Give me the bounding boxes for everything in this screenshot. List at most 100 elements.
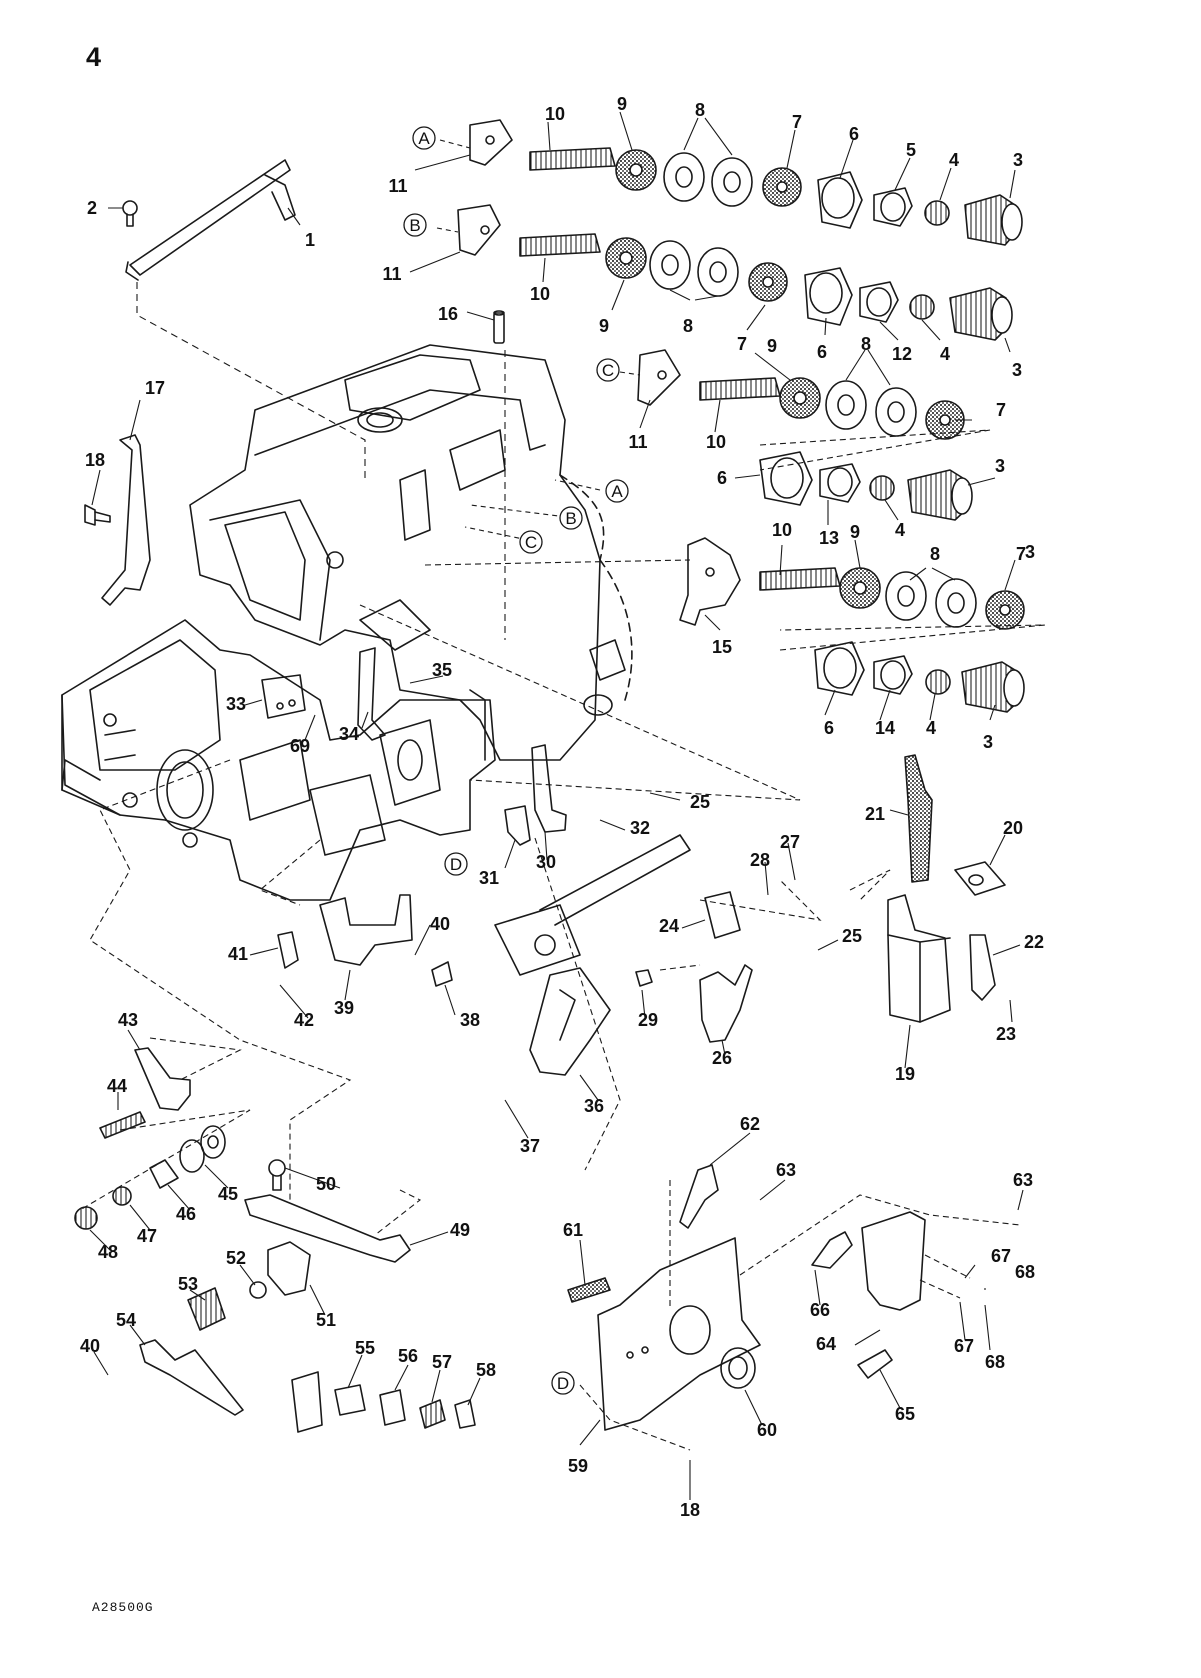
part-label-44: 44: [107, 1076, 127, 1096]
part-34-hook: [357, 647, 386, 741]
part-label-37: 37: [520, 1136, 540, 1156]
part-label-46: 46: [176, 1204, 196, 1224]
part-label-13: 13: [819, 528, 839, 548]
part-64-plate: [861, 1211, 926, 1311]
ref-point-a-2: [605, 479, 629, 503]
part-66-link: [811, 1231, 853, 1269]
part-59-plate: [597, 1237, 761, 1431]
part-label-6c: 6: [717, 468, 727, 488]
part-label-32: 32: [630, 818, 650, 838]
part-label-4c: 4: [895, 520, 905, 540]
part-label-53: 53: [178, 1274, 198, 1294]
part-29-nut: [635, 969, 653, 987]
sheet-number: 4: [86, 42, 102, 72]
part-label-63b: 63: [1013, 1170, 1033, 1190]
part-label-8c: 8: [861, 334, 871, 354]
part-label-48: 48: [98, 1242, 118, 1262]
part-43-lever: [134, 1047, 191, 1111]
part-label-10b: 10: [530, 284, 550, 304]
part-label-3d: 3: [1025, 542, 1035, 562]
part-label-19: 19: [895, 1064, 915, 1084]
ref-point-d-1: [444, 852, 468, 876]
part-20-block: [954, 861, 1006, 896]
part-16-pin: [493, 310, 505, 344]
part-label-67b: 67: [954, 1336, 974, 1356]
part-31-clip: [504, 805, 531, 846]
part-label-2: 2: [87, 198, 97, 218]
part-label-8: 8: [695, 100, 705, 120]
ref-letter-b-2: B: [565, 509, 576, 528]
part-label-11c: 11: [628, 432, 647, 452]
part-label-24: 24: [659, 916, 679, 936]
part-39-bracket: [319, 894, 413, 966]
assembly-a: [469, 119, 1023, 246]
ref-point-a-1: [412, 126, 436, 150]
part-label-9b: 9: [599, 316, 609, 336]
part-label-29: 29: [638, 1010, 658, 1030]
part-label-10: 10: [545, 104, 565, 124]
part-label-22: 22: [1024, 932, 1044, 952]
part-label-8d: 8: [930, 544, 940, 564]
part-51-bracket: [267, 1241, 311, 1296]
part-label-58: 58: [476, 1360, 496, 1380]
part-label-12: 12: [892, 344, 912, 364]
part-label-52: 52: [226, 1248, 246, 1268]
part-label-45: 45: [218, 1184, 238, 1204]
part-label-41: 41: [228, 944, 248, 964]
part-label-9d: 9: [850, 522, 860, 542]
part-label-7b: 7: [737, 334, 747, 354]
part-label-40b: 40: [80, 1336, 100, 1356]
part-49-lever: [244, 1194, 411, 1263]
part-label-36: 36: [584, 1096, 604, 1116]
part-label-7: 7: [792, 112, 802, 132]
part-label-59: 59: [568, 1456, 588, 1476]
part-label-4d: 4: [926, 718, 936, 738]
ref-letter-c-1: C: [602, 361, 614, 380]
part-label-14: 14: [875, 718, 895, 738]
part-54-arm: [139, 1339, 244, 1416]
part-label-65: 65: [895, 1404, 915, 1424]
part-label-68b: 68: [985, 1352, 1005, 1372]
part-label-34: 34: [339, 724, 359, 744]
part-label-10c: 10: [706, 432, 726, 452]
part-label-49: 49: [450, 1220, 470, 1240]
part-label-28: 28: [750, 850, 770, 870]
part-label-27: 27: [780, 832, 800, 852]
part-19-holder: [887, 894, 951, 1023]
part-label-6d: 6: [824, 718, 834, 738]
part-label-10d: 10: [772, 520, 792, 540]
part-44-screw: [99, 1111, 146, 1139]
assembly-15: [679, 537, 1025, 713]
part-label-3b: 3: [1012, 360, 1022, 380]
ref-letter-b-1: B: [409, 216, 420, 235]
part-shaft-tube: [494, 834, 691, 976]
part-26-lever: [699, 964, 753, 1043]
part-53-knob: [187, 1287, 226, 1331]
part-label-43: 43: [118, 1010, 138, 1030]
part-label-64: 64: [816, 1334, 836, 1354]
part-label-33: 33: [226, 694, 246, 714]
part-label-68: 68: [1015, 1262, 1035, 1282]
part-label-5: 5: [906, 140, 916, 160]
part-label-62: 62: [740, 1114, 760, 1134]
part-label-1: 1: [305, 230, 315, 250]
part-label-4: 4: [949, 150, 959, 170]
leader-lines: [79, 111, 1046, 1500]
ref-point-c-1: [596, 358, 620, 382]
part-46-spring: [149, 1159, 179, 1189]
part-label-21: 21: [865, 804, 885, 824]
part-label-11b: 11: [382, 264, 401, 284]
part-label-35: 35: [432, 660, 452, 680]
part-36-cam: [529, 967, 611, 1076]
part-label-7c: 7: [996, 400, 1006, 420]
part-label-47: 47: [137, 1226, 157, 1246]
part-50-screw: [268, 1159, 286, 1191]
part-1-rail: [125, 159, 296, 281]
part-label-26: 26: [712, 1048, 732, 1068]
part-2-screw: [122, 200, 138, 227]
part-24-block: [704, 891, 741, 939]
part-48-knob: [74, 1206, 98, 1230]
ref-point-d-2: [551, 1371, 575, 1395]
